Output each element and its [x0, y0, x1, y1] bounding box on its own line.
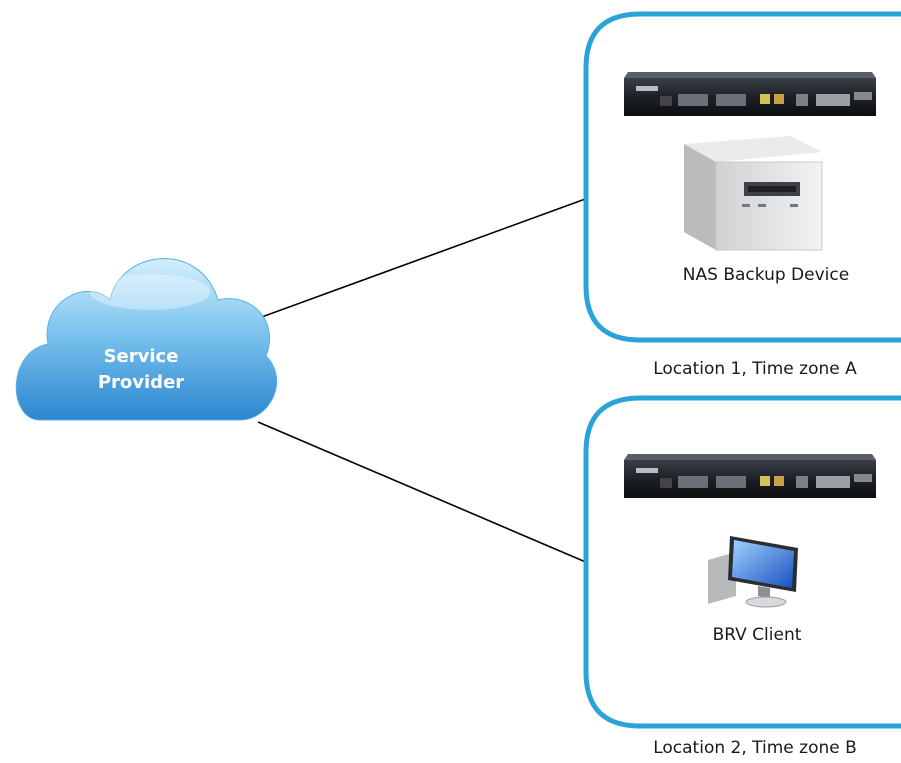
location1-frame: [583, 11, 901, 343]
cloud-icon: [15, 258, 278, 421]
desktop-computer-icon: [708, 536, 798, 608]
cloud-label-line2: Provider: [98, 372, 184, 393]
cloud-label-line1: Service: [104, 346, 179, 367]
link-line-location1: [247, 197, 589, 323]
nas-backup-icon: [684, 136, 823, 251]
pbx-unit-icon: [624, 454, 876, 498]
pbx-unit-icon: [624, 72, 876, 116]
location2-caption: Location 2, Time zone B: [653, 738, 857, 758]
nas-backup-label: NAS Backup Device: [683, 265, 849, 285]
brv-client-label: BRV Client: [713, 625, 802, 645]
location1-caption: Location 1, Time zone A: [653, 359, 857, 379]
link-line-location2: [257, 421, 589, 564]
location2-frame: [583, 395, 901, 729]
